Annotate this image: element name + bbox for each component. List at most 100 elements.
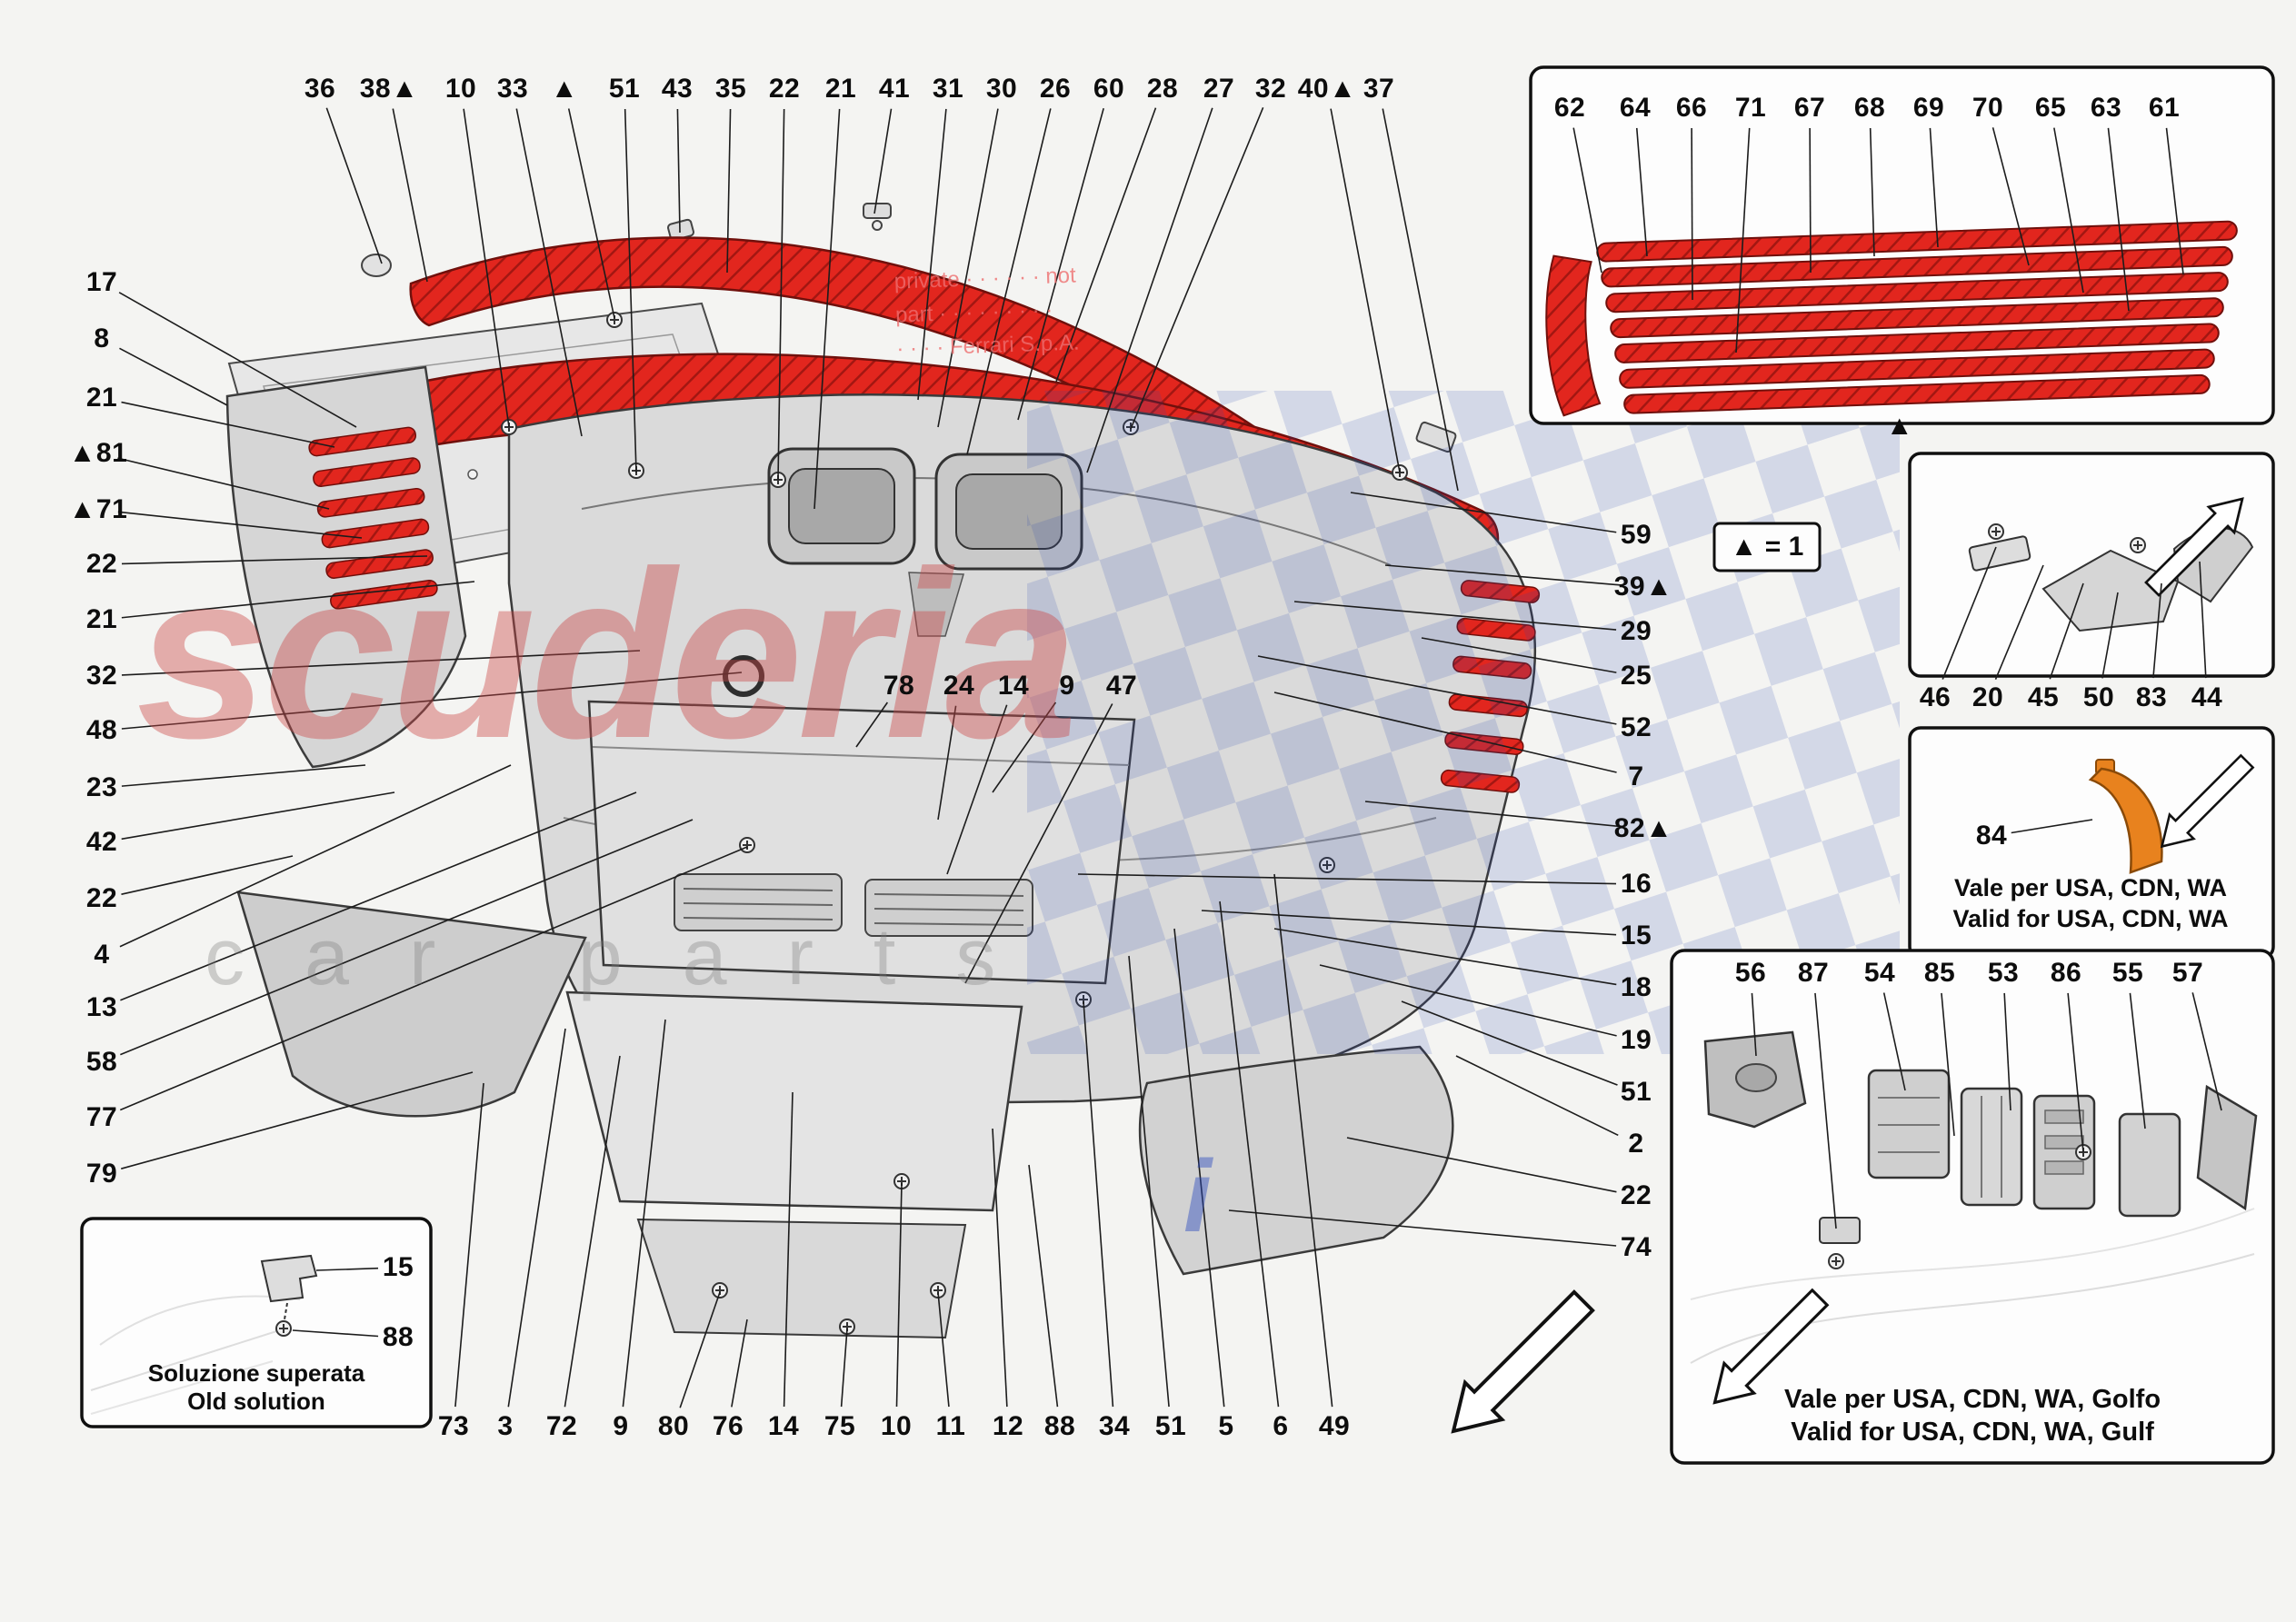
callout-39tri: 39▲ [1613, 572, 1673, 602]
callout-51: 51 [1154, 1411, 1187, 1441]
callout-41: 41 [878, 74, 911, 104]
callout-24: 24 [943, 671, 975, 701]
callout-59: 59 [1620, 520, 1652, 550]
callout-21: 21 [824, 74, 857, 104]
callout-15: 15 [382, 1252, 414, 1282]
callout-53: 53 [1987, 958, 2020, 988]
old-solution-caption-en: Old solution [187, 1388, 325, 1415]
callout-86: 86 [2050, 958, 2082, 988]
callout-10: 10 [444, 74, 477, 104]
callout-3: 3 [497, 1411, 514, 1441]
callout-46: 46 [1919, 682, 1952, 712]
callout-77: 77 [85, 1102, 118, 1132]
callout-79: 79 [85, 1159, 118, 1189]
callout-56: 56 [1734, 958, 1767, 988]
callout-32: 32 [85, 661, 118, 691]
callout-82tri: 82▲ [1613, 813, 1673, 843]
callout-63: 63 [2090, 93, 2122, 123]
gulf-caption-it: Vale per USA, CDN, WA, Golfo [1783, 1385, 2161, 1414]
callout-22: 22 [768, 74, 801, 104]
callout-78: 78 [883, 671, 915, 701]
callout-31: 31 [932, 74, 964, 104]
callout-26: 26 [1039, 74, 1072, 104]
callout-8: 8 [94, 323, 110, 353]
inset-gulf [1670, 949, 2275, 1465]
callout-55: 55 [2111, 958, 2144, 988]
callout-22: 22 [85, 549, 118, 579]
callout-84: 84 [1975, 821, 2008, 851]
callout-9: 9 [1059, 671, 1075, 701]
callout-51: 51 [1620, 1077, 1652, 1107]
callout-60: 60 [1093, 74, 1125, 104]
callout-62: 62 [1553, 93, 1586, 123]
callout-6: 6 [1273, 1411, 1289, 1441]
callout-16: 16 [1620, 869, 1652, 899]
callout-61: 61 [2148, 93, 2181, 123]
callout-65: 65 [2034, 93, 2067, 123]
callout-83: 83 [2135, 682, 2168, 712]
callout-30: 30 [985, 74, 1018, 104]
callout-tri: ▲ [1885, 411, 1914, 441]
callout-10: 10 [880, 1411, 913, 1441]
inset-bracket [1908, 452, 2275, 678]
callout-70: 70 [1972, 93, 2004, 123]
callout-27: 27 [1203, 74, 1235, 104]
old-solution-caption-it: Soluzione superata [147, 1359, 365, 1387]
callout-32: 32 [1254, 74, 1287, 104]
callout-25: 25 [1620, 661, 1652, 691]
callout-85: 85 [1923, 958, 1956, 988]
callout-74: 74 [1620, 1232, 1652, 1262]
callout-48: 48 [85, 715, 118, 745]
callout-5: 5 [1218, 1411, 1234, 1441]
callout-19: 19 [1620, 1025, 1652, 1055]
callout-9: 9 [613, 1411, 629, 1441]
inset-grille [1529, 65, 2275, 425]
callout-51: 51 [608, 74, 641, 104]
callout-12: 12 [992, 1411, 1024, 1441]
callout-40tri: 40▲ [1297, 74, 1357, 104]
callout-87: 87 [1797, 958, 1830, 988]
inset-old-solution [80, 1217, 433, 1428]
callout-57: 57 [2171, 958, 2204, 988]
callout-71: 71 [1734, 93, 1767, 123]
callout-14: 14 [997, 671, 1030, 701]
callout-49: 49 [1318, 1411, 1351, 1441]
callout-tri81: ▲81 [68, 438, 128, 468]
callout-44: 44 [2191, 682, 2223, 712]
usa-caption-it: Vale per USA, CDN, WA [1953, 874, 2228, 901]
callout-67: 67 [1793, 93, 1826, 123]
callout-13: 13 [85, 992, 118, 1022]
usa-caption-en: Valid for USA, CDN, WA [1952, 905, 2229, 932]
callout-4: 4 [94, 940, 110, 970]
callout-17: 17 [85, 267, 118, 297]
callout-34: 34 [1098, 1411, 1131, 1441]
callout-2: 2 [1628, 1129, 1644, 1159]
legend-triangle-equals-one: ▲ = 1 [1730, 532, 1804, 562]
callout-tri71: ▲71 [68, 494, 128, 524]
callout-72: 72 [545, 1411, 578, 1441]
callout-tri: ▲ [550, 74, 579, 104]
callout-76: 76 [712, 1411, 744, 1441]
gulf-caption-en: Valid for USA, CDN, WA, Gulf [1791, 1418, 2154, 1447]
inset-usa [1908, 726, 2275, 960]
callout-29: 29 [1620, 616, 1652, 646]
callout-88: 88 [1043, 1411, 1076, 1441]
callout-23: 23 [85, 772, 118, 802]
callout-52: 52 [1620, 712, 1652, 742]
callout-47: 47 [1105, 671, 1138, 701]
callout-11: 11 [935, 1411, 966, 1441]
callout-43: 43 [661, 74, 694, 104]
callout-66: 66 [1675, 93, 1708, 123]
callout-35: 35 [714, 74, 747, 104]
callout-68: 68 [1853, 93, 1886, 123]
callout-50: 50 [2082, 682, 2115, 712]
callout-38tri: 38▲ [359, 74, 419, 104]
callout-33: 33 [496, 74, 529, 104]
callout-21: 21 [85, 604, 118, 634]
callout-45: 45 [2027, 682, 2060, 712]
callout-69: 69 [1912, 93, 1945, 123]
callout-42: 42 [85, 827, 118, 857]
callout-73: 73 [437, 1411, 470, 1441]
arrow-sw-main-icon [1452, 1289, 1595, 1433]
callout-80: 80 [657, 1411, 690, 1441]
